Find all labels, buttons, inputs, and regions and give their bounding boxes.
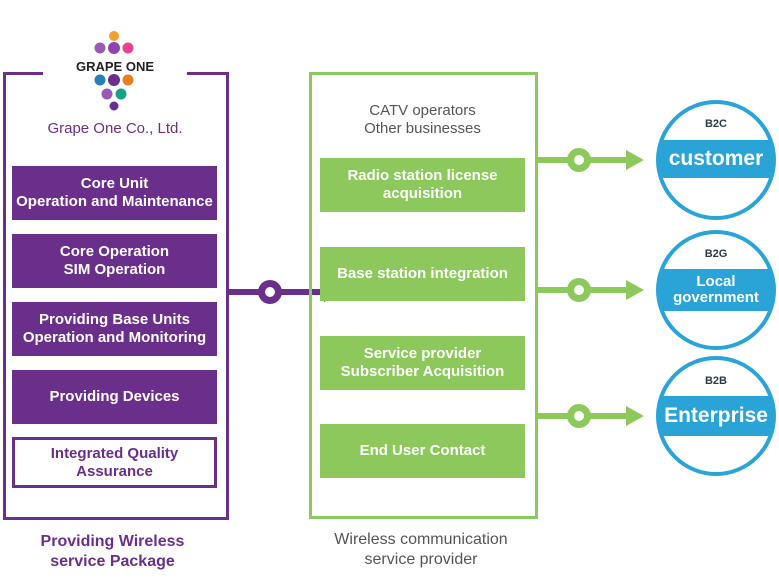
service-base-units: Providing Base Units Operation and Monit… — [12, 302, 217, 356]
grape-one-frame — [3, 73, 229, 520]
service-base-station: Base station integration — [320, 247, 525, 301]
service-quality-assurance: Integrated Quality Assurance — [12, 437, 217, 488]
logo-wordmark: GRAPE ONE — [75, 59, 154, 74]
frame-top-right-edge — [187, 72, 229, 75]
left-panel-caption: Providing Wireless service Package — [40, 533, 185, 570]
service-subscriber-acquisition: Service provider Subscriber Acquisition — [320, 336, 525, 390]
service-devices: Providing Devices — [12, 370, 217, 424]
connector-to-customer — [536, 148, 644, 172]
service-provider-frame — [309, 72, 538, 519]
service-radio-license: Radio station license acquisition — [320, 158, 525, 212]
service-end-user-contact: End User Contact — [320, 424, 525, 478]
target-b2b-tag: B2B — [704, 375, 727, 387]
company-name: Grape One Co., Ltd. — [47, 120, 183, 137]
target-b2b-label: Enterprise — [660, 396, 772, 436]
service-core-unit: Core Unit Operation and Maintenance — [12, 166, 217, 220]
target-b2g-label: Local government — [660, 269, 772, 311]
target-b2g-tag: B2G — [704, 248, 728, 260]
service-core-operation: Core Operation SIM Operation — [12, 234, 217, 288]
grape-one-logo — [94, 31, 134, 111]
target-b2c-label: customer — [660, 140, 772, 178]
target-b2c-tag: B2C — [704, 118, 727, 130]
middle-panel-caption: Wireless communication service provider — [334, 531, 508, 568]
connector-to-enterprise — [536, 404, 644, 428]
middle-heading: CATV operators Other businesses — [364, 102, 481, 137]
connector-to-government — [536, 278, 644, 302]
frame-top-left-edge — [3, 72, 43, 75]
